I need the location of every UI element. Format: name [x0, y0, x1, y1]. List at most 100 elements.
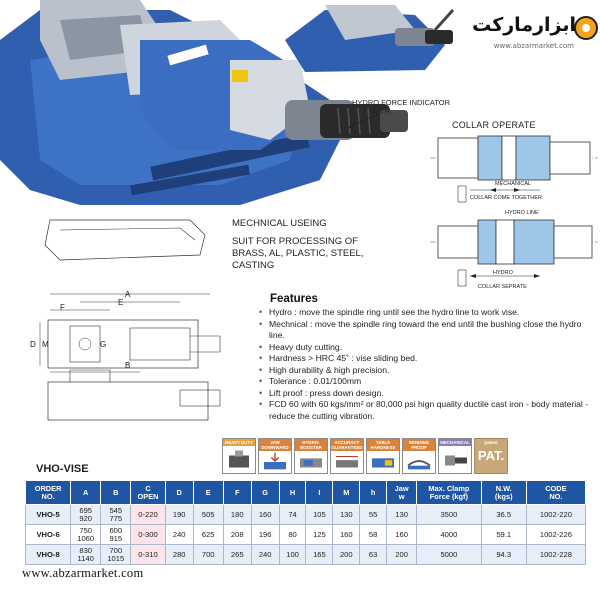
table-hardness-badge: TABLE HARDNESS [366, 438, 400, 474]
dim-e-label: E [118, 298, 124, 307]
cell-h-small: 63 [359, 544, 388, 565]
cell-e: 700 [192, 544, 224, 565]
collar-hydro-diagram [430, 219, 598, 287]
cell-h: 100 [278, 544, 307, 565]
cell-h: 74 [278, 504, 307, 525]
cell-i: 125 [305, 524, 334, 545]
col-d: D [164, 480, 194, 505]
cell-c: 0-310 [130, 544, 166, 565]
cell-code: 1002-226 [525, 524, 587, 545]
logo-text: ابزارمارکت [472, 14, 576, 36]
cell-i: 105 [305, 504, 334, 525]
cell-code: 1002-220 [525, 504, 587, 525]
cell-f: 180 [222, 504, 252, 525]
vho-vise-title: VHO-VISE [36, 463, 89, 475]
badge-label: HYDRO-BOOSTER [295, 439, 327, 451]
badge-label: HEAVY DUTY [223, 439, 255, 446]
dim-b-label: B [125, 361, 131, 370]
feature-item: Lift proof : press down design. [258, 388, 598, 400]
mechanical-using-title: MECHNICAL USEING [232, 218, 327, 229]
col-i: I [305, 480, 334, 505]
cell-m: 160 [332, 524, 361, 545]
abzarmarket-logo[interactable]: ابزارمارکت www.abzarmarket.com [462, 6, 598, 58]
dim-g-label: G [100, 340, 107, 349]
feature-item: Hydro : move the spindle ring until see … [258, 307, 598, 319]
bending-proof-icon [407, 460, 431, 470]
cell-d: 190 [164, 504, 194, 525]
cell-g: 196 [250, 524, 280, 545]
cell-jaw: 160 [386, 524, 418, 545]
dim-m-label: M [42, 340, 49, 349]
cell-h: 80 [278, 524, 307, 545]
col-a: A [70, 480, 102, 505]
col-h: H [278, 480, 307, 505]
feature-item: Mechnical : move the spindle ring toward… [258, 319, 598, 342]
hydro-indicator-label: HYDRO FORCE INDICATOR [352, 98, 451, 107]
patent-badge: patent PAT. [474, 438, 508, 474]
logo-subtitle: www.abzarmarket.com [493, 42, 574, 50]
cell-f: 265 [222, 544, 252, 565]
cell-jaw: 200 [386, 544, 418, 565]
cell-g: 240 [250, 544, 280, 565]
cell-m: 200 [332, 544, 361, 565]
cell-g: 160 [250, 504, 280, 525]
cell-f: 208 [222, 524, 252, 545]
cell-clamp: 4000 [416, 524, 482, 545]
dim-a-label: A [125, 290, 131, 299]
collar-come-together-label: COLLAR COME TOGETHER [470, 195, 542, 201]
cell-nw: 59.1 [480, 524, 527, 545]
col-m: M [332, 480, 361, 505]
cell-e: 625 [192, 524, 224, 545]
hydro-indicator-arrow: A→H [372, 107, 390, 116]
badge-label: ACCURACY GUARANTEED [331, 439, 363, 451]
feature-item: Heavy duty cutting. [258, 342, 598, 354]
hydro-line-label: HYDRO LINE [505, 210, 539, 216]
feature-item: Tolerance : 0.01/100mm [258, 376, 598, 388]
bending-proof-badge: BENDING PROOF [402, 438, 436, 474]
cell-jaw: 130 [386, 504, 418, 525]
vise-product-photo [0, 0, 408, 205]
accuracy-icon [336, 456, 358, 468]
badge-label: BENDING PROOF [403, 439, 435, 451]
accuracy-guaranteed-badge: ACCURACY GUARANTEED [330, 438, 364, 474]
cell-clamp: 5000 [416, 544, 482, 565]
cell-h-small: 55 [359, 504, 388, 525]
callout-arrow-icon [347, 113, 379, 129]
collar-operate-title: COLLAR OPERATE [452, 120, 536, 130]
mechanical-using-description: SUIT FOR PROCESSING OF BRASS, AL, PLASTI… [232, 236, 364, 271]
cell-clamp: 3500 [416, 504, 482, 525]
table-hardness-icon [372, 458, 394, 468]
cell-nw: 36.5 [480, 504, 527, 525]
feature-item: High durability & high precision. [258, 365, 598, 377]
cell-d: 240 [164, 524, 194, 545]
cell-c: 0-220 [130, 504, 166, 525]
logo-mark-icon [574, 16, 598, 40]
col-g: G [250, 480, 280, 505]
hydro-force-indicator-callout: HYDRO FORCE INDICATOR A→H [352, 98, 472, 116]
cell-d: 280 [164, 544, 194, 565]
col-b: B [100, 480, 132, 505]
col-nw: N.W.(kgs) [480, 480, 527, 505]
collar-mechanical-label: MECHANICAL [495, 181, 532, 187]
cell-order: VHO-5 [24, 504, 72, 525]
cell-m: 130 [332, 504, 361, 525]
website-link[interactable]: www.abzarmarket.com [22, 566, 144, 580]
mechanical-icon [445, 455, 467, 466]
badge-label: JAW DOWNWARD [259, 439, 291, 451]
dim-f-label: F [60, 303, 65, 312]
features-list: Hydro : move the spindle ring until see … [258, 307, 598, 422]
mechanical-badge: MECHANICAL [438, 438, 472, 474]
hydro-label: HYDRO [493, 270, 513, 276]
